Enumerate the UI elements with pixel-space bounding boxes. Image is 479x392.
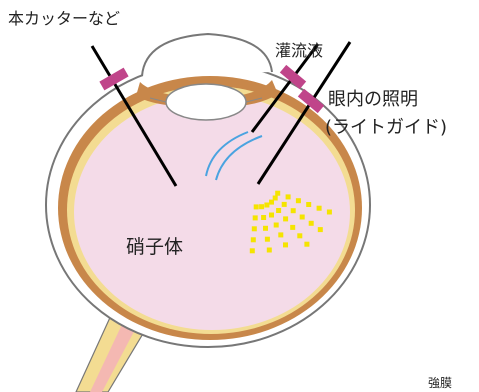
light-dot [283, 216, 288, 221]
light-dot [269, 200, 274, 205]
illumination-sublabel: (ライトガイド) [325, 118, 447, 139]
light-dot [278, 232, 283, 237]
light-dot [304, 242, 309, 247]
light-dot [264, 203, 269, 208]
light-dot [267, 248, 272, 253]
light-dot [317, 206, 322, 211]
light-dot [300, 215, 305, 220]
light-dot [327, 210, 332, 215]
light-dot [286, 194, 291, 199]
light-dot [291, 208, 296, 213]
light-dot [274, 223, 279, 228]
light-dot [259, 204, 264, 209]
light-dot [306, 202, 311, 207]
light-dot [296, 198, 301, 203]
light-dot [282, 202, 287, 207]
light-dot [309, 221, 314, 226]
vitreous-label: 硝子体 [126, 237, 183, 259]
irrigation-label: 灌流液 [275, 42, 323, 60]
light-dot [263, 226, 268, 231]
illumination-label: 眼内の照明 [328, 90, 418, 111]
lens [166, 84, 246, 120]
light-dot [290, 225, 295, 230]
vitreous-body [74, 94, 350, 330]
sclera-label: 強膜 [428, 377, 452, 391]
cornea [142, 34, 272, 76]
light-dot [254, 204, 259, 209]
light-dot [265, 237, 270, 242]
light-dot [269, 213, 274, 218]
light-dot [297, 233, 302, 238]
light-dot [251, 237, 256, 242]
light-dot [261, 215, 266, 220]
light-dot [318, 227, 323, 232]
light-dot [283, 242, 288, 247]
light-dot [276, 208, 281, 213]
light-dot [253, 215, 258, 220]
light-dot [275, 191, 280, 196]
light-dot [250, 248, 255, 253]
light-dot [252, 226, 257, 231]
cutter-label: 本カッターなど [8, 10, 120, 28]
